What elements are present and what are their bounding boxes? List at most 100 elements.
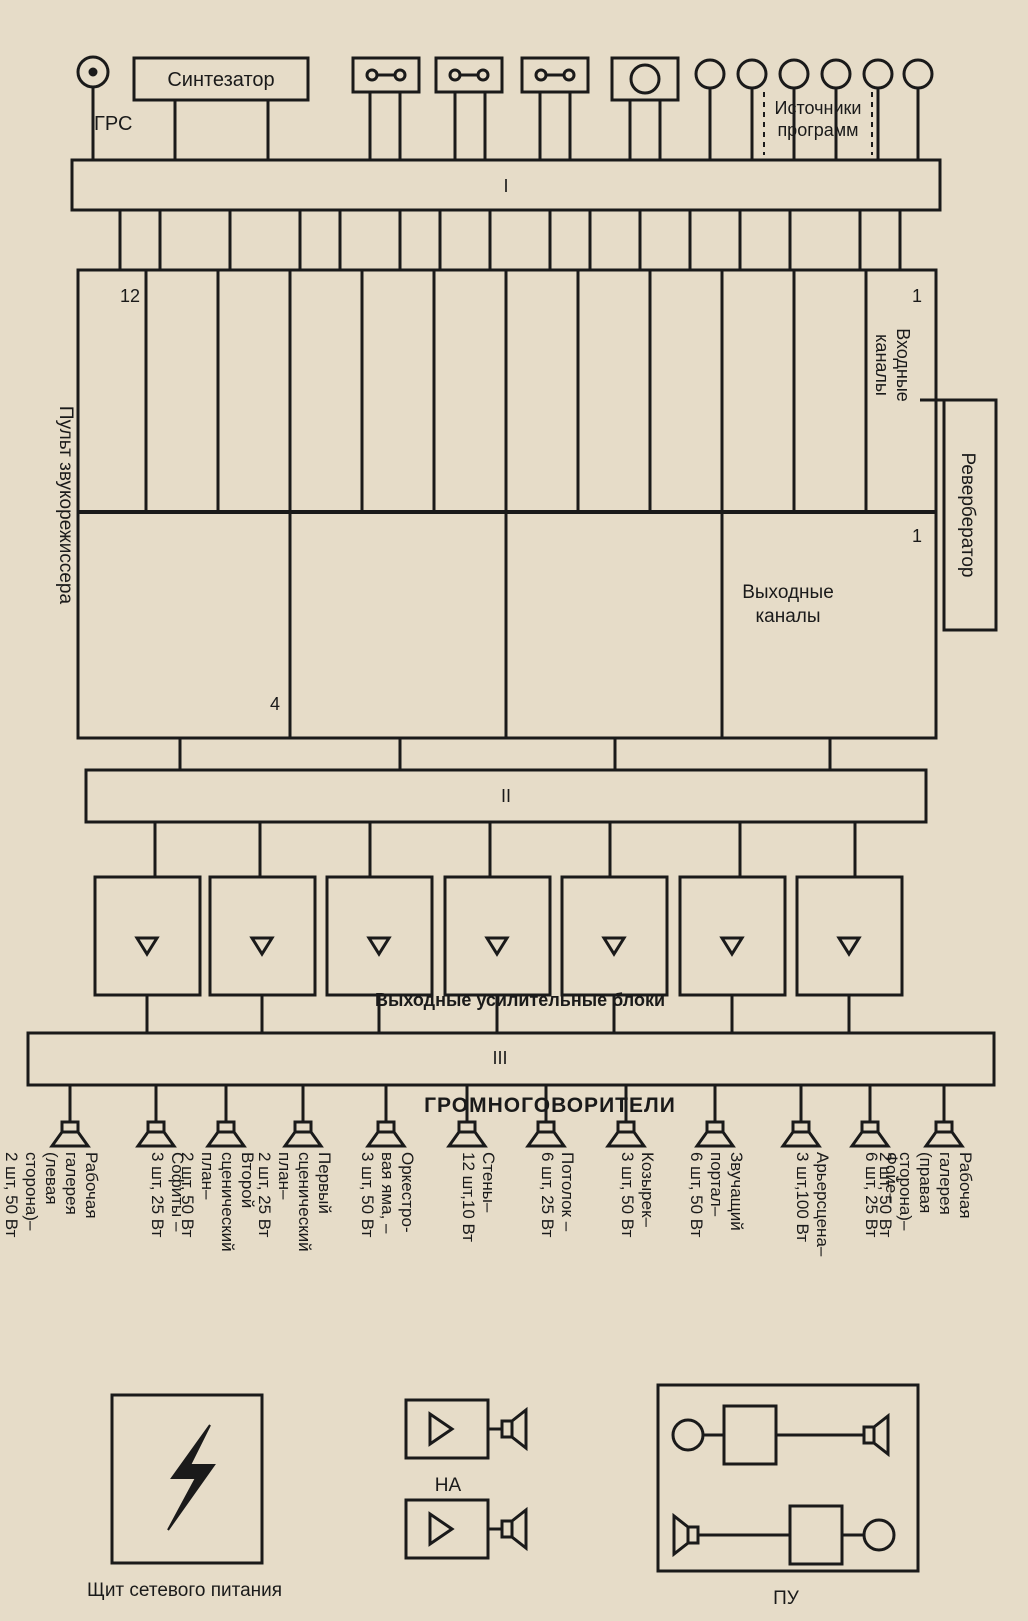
amplifier-block [208,875,317,997]
amp-triangle-icon [836,936,862,957]
loudspeaker-icon [923,1120,965,1148]
speaker-label: Софиты – [168,1152,187,1232]
input-channels-label-line2: каналы [872,334,892,396]
output-channels-label-line1: Выходные [742,582,834,603]
amp-triangle-icon [428,1511,455,1547]
amp-triangle-icon [134,936,160,957]
bus-1-label: I [503,176,508,196]
amp-triangle-icon [428,1411,455,1447]
microphone-icon [778,58,810,90]
output-channel-1-label: 1 [912,526,922,546]
power-panel-box [110,1393,264,1565]
speaker-label: 2 шт, 50 Вт [178,1152,197,1238]
reverberator-box [942,398,998,632]
amp-triangle-icon [719,936,745,957]
speaker-label: сценический [295,1152,314,1252]
amplifier-block [795,875,904,997]
speaker-label: галерея [936,1152,955,1215]
loudspeaker-icon [525,1120,567,1148]
switch-bus-3 [26,1031,996,1087]
microphone-icon [736,58,768,90]
loudspeaker-icon [49,1120,91,1148]
power-panel-label: Щит сетевого питания [87,1580,282,1601]
amplifier-block [93,875,202,997]
tape-recorder-icon [351,56,421,94]
speaker-label: сторона)– [22,1152,41,1231]
programs-label-line2: программ [777,120,858,140]
speaker-label: 6 шт, 25 Вт [538,1152,557,1238]
na-label: НА [435,1475,462,1496]
na-amp-box-1 [404,1398,490,1460]
amp-triangle-icon [601,936,627,957]
microphone-icon [862,1518,896,1552]
speaker-label: план– [198,1152,217,1200]
speaker-label: 3 шт,100 Вт [793,1152,812,1242]
grs-dot-icon [88,67,98,77]
output-channels-label-line2: каналы [755,606,820,627]
pu-box [656,1383,920,1573]
output-channel-4-label: 4 [270,694,280,714]
speaker-label: 6 шт, 25 Вт [862,1152,881,1238]
amplifier-block [443,875,552,997]
console-side-label: Пульт звукорежиссера [55,406,76,605]
loudspeaker-icon [282,1120,324,1148]
speaker-label: Первый [315,1152,334,1214]
speaker-label: Фойе– [882,1152,901,1203]
speaker-label: 6 шт, 50 Вт [687,1152,706,1238]
programs-label-line1: Источники [775,98,862,118]
amplifier-block [325,875,434,997]
tape-recorder-icon [520,56,590,94]
switch-bus-1 [70,158,942,212]
loudspeaker-icon [605,1120,647,1148]
reverberator-label: Ревербератор [957,453,978,578]
speakers-title: ГРОМНОГОВОРИТЕЛИ [424,1094,676,1117]
bus-3-label: III [492,1048,507,1068]
speaker-label: вая яма, – [378,1152,397,1234]
channel-12-label: 12 [120,286,140,306]
speaker-label: Второй [238,1152,257,1208]
input-channel-1-label: 1 [912,286,922,306]
speaker-label: Стены– [479,1152,498,1213]
speaker-label: 3 шт, 50 Вт [358,1152,377,1238]
amplifier-block [678,875,787,997]
pu-label: ПУ [773,1588,800,1609]
loudspeaker-icon [780,1120,822,1148]
amp-triangle-icon [249,936,275,957]
turntable-icon [610,56,680,102]
grs-label: ГРС [94,113,132,135]
speaker-label: Арьерсцена– [813,1152,832,1257]
speaker-label: Козырек– [638,1152,657,1228]
loudspeaker-icon [500,1506,528,1552]
microphone-icon [694,58,726,90]
bus-2-label: II [501,786,511,806]
microphone-icon [862,58,894,90]
loudspeaker-icon [446,1120,488,1148]
na-amp-box-2 [404,1498,490,1560]
lightning-icon [167,1424,216,1531]
microphone-icon [820,58,852,90]
speaker-label: галерея [62,1152,81,1215]
switch-bus-2 [84,768,928,824]
loudspeaker-icon [205,1120,247,1148]
amp-triangle-icon [366,936,392,957]
amplifier-block [560,875,669,997]
speaker-label: (правая [916,1152,935,1213]
input-channels-label-line1: Входные [893,328,913,402]
speaker-label: сценический [218,1152,237,1252]
loudspeaker-icon [694,1120,736,1148]
amplifiers-label: Выходные усилительные блоки [375,990,665,1010]
speaker-label: 3 шт, 50 Вт [618,1152,637,1238]
speaker-label: (левая [42,1152,61,1205]
speaker-label: Потолок – [558,1152,577,1232]
loudspeaker-icon [135,1120,177,1148]
tape-recorder-icon [434,56,504,94]
microphone-icon [902,58,934,90]
speaker-label: 3 шт, 25 Вт [148,1152,167,1238]
speaker-label: портал– [707,1152,726,1217]
loudspeaker-icon [365,1120,407,1148]
loudspeaker-icon [672,1512,700,1558]
synthesizer-label: Синтезатор [167,69,274,91]
speaker-label: 2 шт, 25 Вт [255,1152,274,1238]
